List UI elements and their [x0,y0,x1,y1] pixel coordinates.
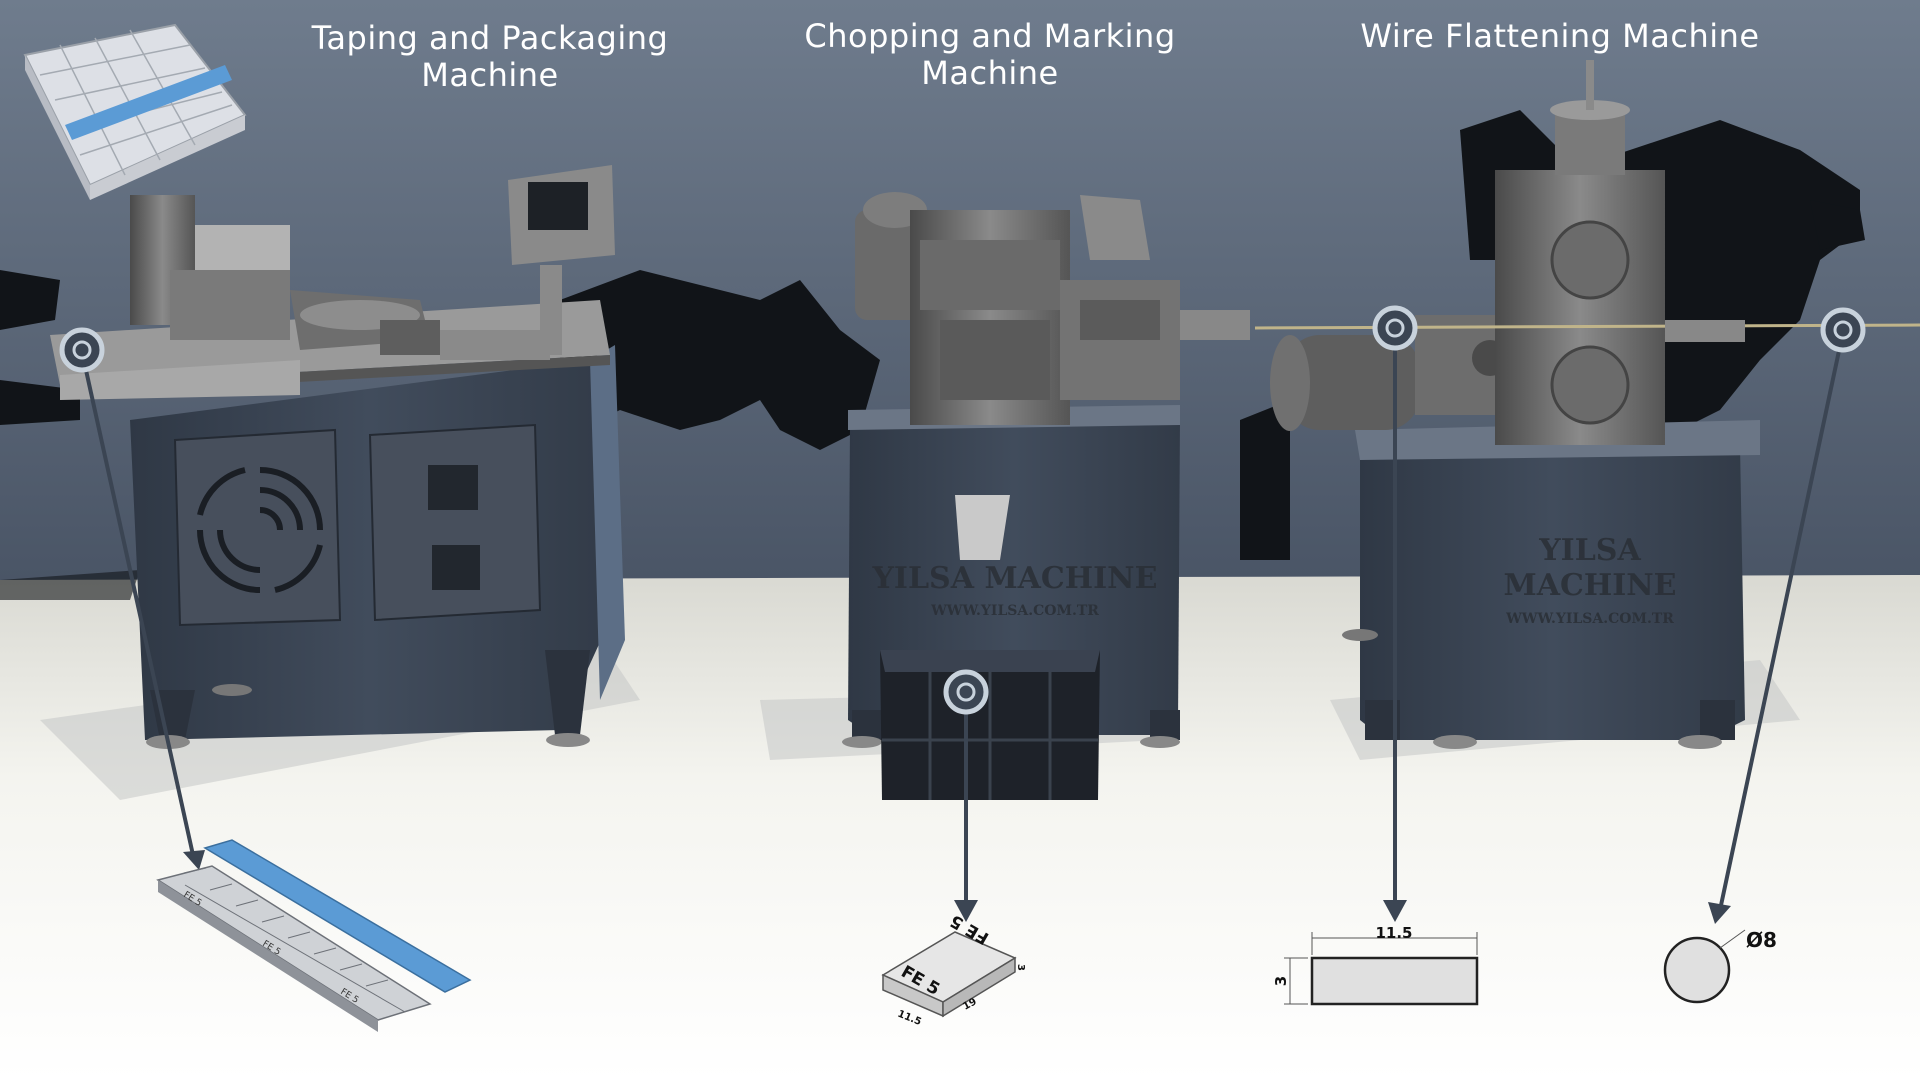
flat-width: 11.5 [1375,924,1412,942]
arrow-down-icon [80,351,195,856]
arrow-heads [183,850,1731,924]
wire-diameter: Ø8 [1746,928,1777,952]
marker-ring-icon [943,669,989,715]
brand-right-line1: YILSA [1538,533,1641,568]
taping-packaging-machine [50,165,625,749]
title-line1: Taping and Packaging [311,19,669,57]
brand-right-url: WWW.YILSA.COM.TR [1505,611,1674,627]
arrow-down-icon [1718,331,1845,911]
brand-center: YILSA MACHINE [872,561,1158,596]
packaged-weights-thumbnail [23,23,247,200]
title-taping-packaging: Taping and Packaging Machine [300,20,680,94]
arrows [80,330,1845,911]
title-line2: Machine [421,56,559,94]
title-line1: Chopping and Marking [804,17,1176,55]
marker-rings [59,305,1866,715]
marker-ring-icon [1820,307,1866,353]
marker-ring-icon [1372,305,1418,351]
title-chopping-marking: Chopping and Marking Machine [790,18,1190,92]
brand-right-line2: MACHINE [1503,568,1676,603]
title-line1: Wire Flattening Machine [1360,17,1760,55]
taped-weight-strip: FE 5 FE 5 FE 5 [156,839,472,1032]
marker-ring-icon [59,327,105,373]
brand-center-url: WWW.YILSA.COM.TR [930,603,1099,619]
flat-height: 3 [1272,976,1290,986]
title-wire-flattening: Wire Flattening Machine [1340,18,1780,55]
flat-wire-profile: 11.5 3 [1272,924,1479,1006]
block-height: 3 [1015,964,1026,971]
chopping-marking-machine: YILSA MACHINE WWW.YILSA.COM.TR [842,192,1250,800]
title-line2: Machine [921,54,1059,92]
round-wire-section: Ø8 [1663,928,1777,1004]
wire-flattening-machine: YILSA MACHINE WWW.YILSA.COM.TR [1254,60,1920,749]
